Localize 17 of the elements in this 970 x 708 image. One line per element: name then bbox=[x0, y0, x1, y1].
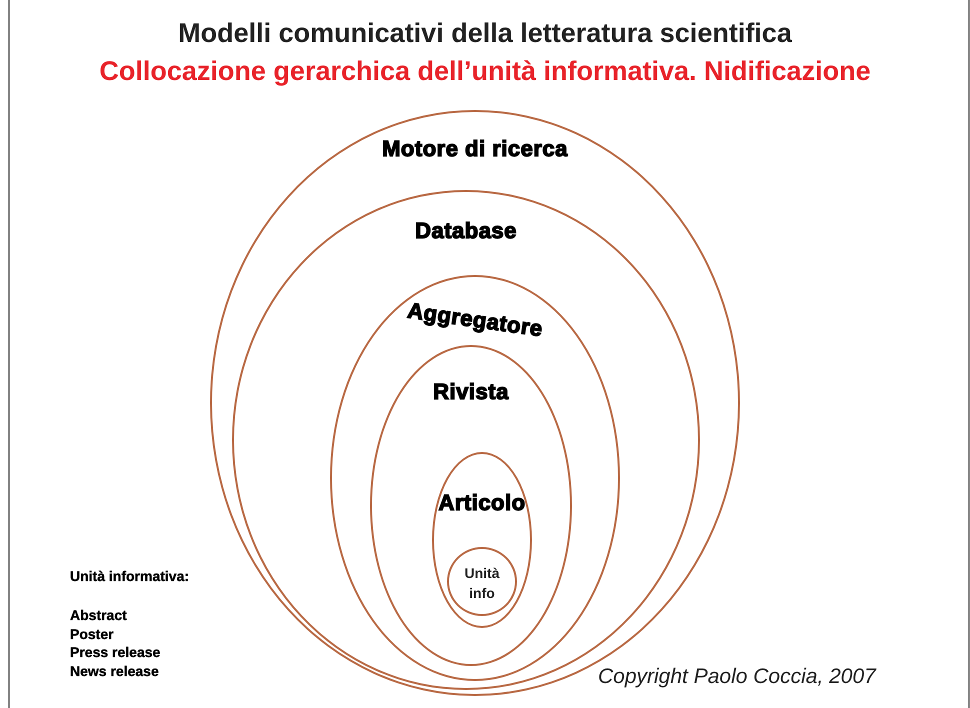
list-item: News release bbox=[70, 663, 159, 679]
list-item: Abstract bbox=[70, 607, 127, 623]
nested-ellipse bbox=[447, 547, 517, 616]
list-heading: Unità informativa: bbox=[70, 568, 190, 584]
ellipse-label: Unità info bbox=[464, 564, 500, 603]
ellipse-label: Rivista bbox=[433, 379, 509, 405]
ellipse-label: Articolo bbox=[438, 490, 526, 516]
copyright-note: Copyright Paolo Coccia, 2007 bbox=[598, 665, 876, 689]
ellipse-label: Motore di ricerca bbox=[382, 136, 568, 162]
list-item: Poster bbox=[70, 626, 114, 642]
title: Modelli comunicativi della letteratura scientifica bbox=[177, 18, 793, 49]
list-item: Press release bbox=[70, 644, 160, 660]
nested-ellipse bbox=[370, 345, 572, 666]
ellipse-label: Database bbox=[415, 218, 517, 244]
ellipse-label: Aggregatore bbox=[406, 298, 544, 342]
nested-ellipse bbox=[432, 452, 532, 628]
subtitle: Collocazione gerarchica dell’unità informativa. Nidificazione bbox=[98, 56, 872, 87]
